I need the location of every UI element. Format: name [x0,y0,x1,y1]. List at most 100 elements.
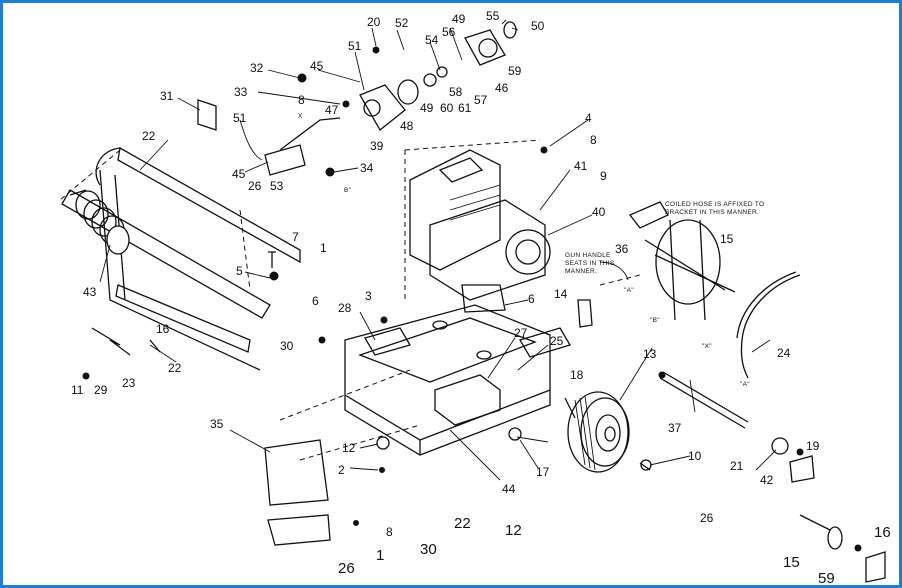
callout-10: 10 [688,449,702,463]
callout-50: 50 [531,19,545,33]
callout-30b: 30 [420,541,437,558]
callout-15b: 15 [783,554,800,571]
callout-29: 29 [94,383,108,397]
axle-rod [658,371,749,429]
callout-45a: 45 [310,59,324,73]
callout-8a: 8 [298,93,305,107]
callout-13: 13 [643,347,657,361]
callout-39: 39 [370,139,384,153]
callout-6a: 6 [528,292,535,306]
callout-26a: 26 [248,179,262,193]
wheel [567,391,652,473]
callout-7: 7 [292,230,299,244]
gun-handle-note-line3: MANNER. [565,268,597,275]
reference-letters: X B" "A" "B" "X" "A" [298,113,750,388]
callout-30a: 30 [280,339,294,353]
callout-24: 24 [777,346,791,360]
callout-28: 28 [338,301,352,315]
callout-41: 41 [574,159,588,173]
coiled-hose-note-line2: BRACKET IN THIS MANNER. [665,209,759,216]
annotation-notes: COILED HOSE IS AFFIXED TO BRACKET IN THI… [565,201,764,281]
small-hardware [82,146,886,583]
callout-18: 18 [570,368,584,382]
coiled-hose-note-line1: COILED HOSE IS AFFIXED TO [665,201,764,208]
callout-2: 2 [338,463,345,477]
gun-handle-note-line2: SEATS IN THIS [565,260,615,267]
callout-49b: 49 [420,101,434,115]
callout-22b: 22 [168,361,182,375]
callout-14: 14 [554,287,568,301]
callout-6b: 6 [312,294,319,308]
callout-31: 31 [160,89,174,103]
callout-15a: 15 [720,232,734,246]
pump-assembly [197,21,517,177]
callout-45b: 45 [232,167,246,181]
callout-52: 52 [395,16,409,30]
callout-4: 4 [585,111,592,125]
callout-36: 36 [615,242,629,256]
callout-44: 44 [502,482,516,496]
callout-53: 53 [270,179,284,193]
callout-47: 47 [325,103,339,117]
callout-22a: 22 [142,129,156,143]
base-frame [264,304,571,546]
callout-56: 56 [442,25,456,39]
callout-46: 46 [495,81,509,95]
callout-22c: 22 [454,515,471,532]
callout-1b: 1 [376,547,384,564]
callout-51b: 51 [233,111,247,125]
coiled-hose [736,271,801,379]
callout-58: 58 [449,85,463,99]
callout-17: 17 [536,465,550,479]
callout-55: 55 [486,9,500,23]
engine-assembly [404,139,551,313]
handle-bar-assembly [59,146,301,371]
callout-61: 61 [458,101,472,115]
callout-42: 42 [760,473,774,487]
callout-16b: 16 [874,524,891,541]
callout-21: 21 [730,459,744,473]
callout-59b: 59 [818,570,835,587]
callout-34: 34 [360,161,374,175]
callout-60: 60 [440,101,454,115]
callout-59a: 59 [508,64,522,78]
ref-a2: "A" [740,381,750,388]
callout-48: 48 [400,119,414,133]
callout-54: 54 [425,33,439,47]
callout-8b: 8 [590,133,597,147]
callout-26c: 26 [338,560,355,577]
callout-26b: 26 [700,511,714,525]
callout-43: 43 [83,285,97,299]
callout-12a: 12 [342,441,356,455]
ref-x1: X [298,113,303,120]
hose-reel-bracket [599,201,736,321]
ref-b1: B" [344,187,352,194]
callout-1: 1 [320,241,327,255]
callout-33: 33 [234,85,248,99]
spring-coil [69,189,130,255]
callout-27: 27 [514,326,528,340]
gun-handle-note-line1: GUN HANDLE [565,252,611,259]
leader-lines [99,19,777,481]
callout-19: 19 [806,439,820,453]
callout-25: 25 [550,334,564,348]
callout-16a: 16 [156,322,170,336]
callout-49a: 49 [452,12,466,26]
ref-x2: "X" [702,343,712,350]
callout-51a: 51 [348,39,362,53]
callout-11: 11 [71,383,84,397]
callout-23: 23 [122,376,136,390]
callout-12b: 12 [505,522,522,539]
callout-37: 37 [668,421,682,435]
callout-3: 3 [365,289,372,303]
callout-57: 57 [474,93,488,107]
callout-labels: 20 52 49 55 50 56 54 51 59 45 32 46 33 8… [71,9,891,587]
callout-20: 20 [367,15,381,29]
callout-5: 5 [236,264,243,278]
callout-32: 32 [250,61,264,75]
callout-9: 9 [600,169,607,183]
ref-b2: "B" [650,317,660,324]
